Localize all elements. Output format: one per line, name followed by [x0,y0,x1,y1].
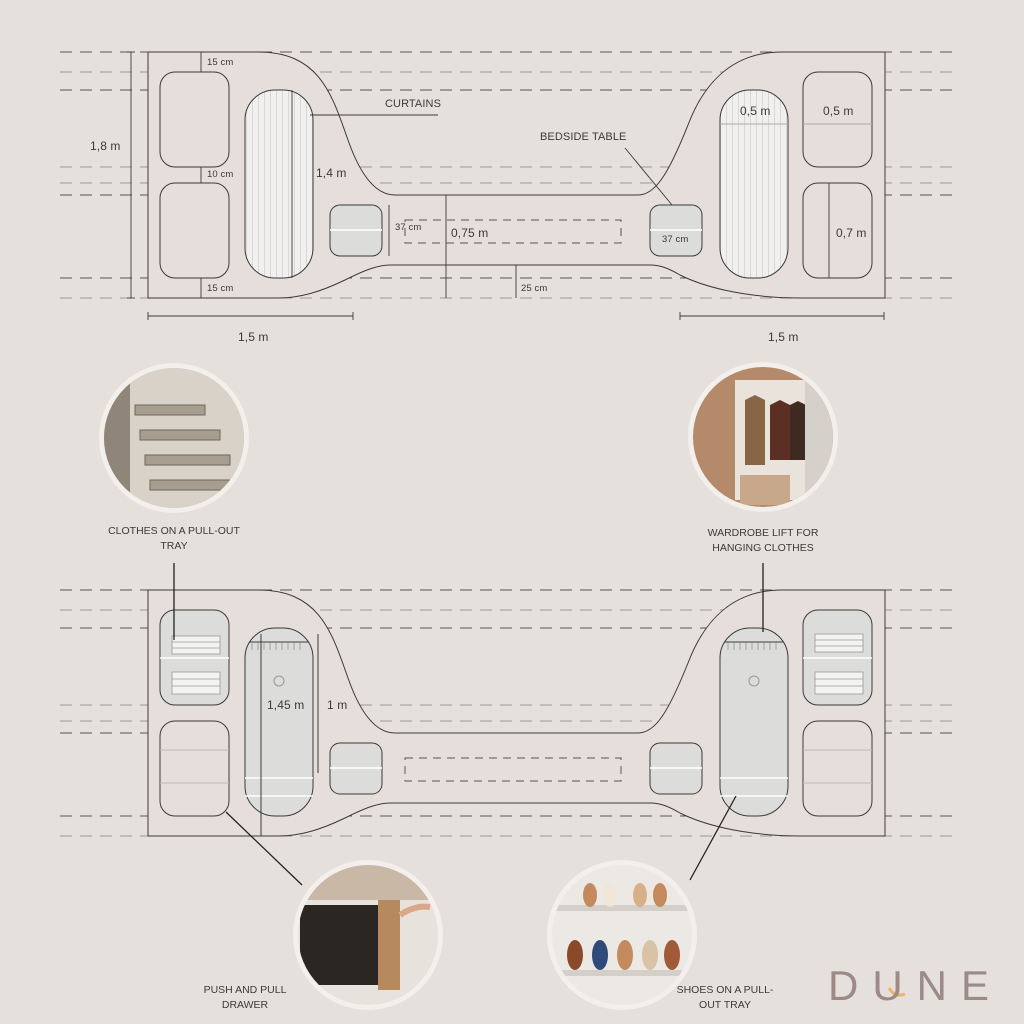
pull-out-tray-photo [99,363,249,513]
drawer-unit [802,182,873,279]
curtains-label: CURTAINS [385,98,442,110]
drawer-unit [802,71,873,168]
bed-outline [404,219,622,244]
gap-top-label: 15 cm [207,57,234,68]
bridge-width-label: 0,75 m [451,226,489,240]
gap-middle-label: 10 cm [207,169,234,180]
gap-bottom-label: 15 cm [207,283,234,294]
drawer-height-label: 0,7 m [836,226,867,240]
wardrobe-height-label: 1,4 m [316,166,347,180]
wardrobe-lift-photo [688,362,838,512]
bottom-fixtures [159,609,873,836]
left-width-label: 1,5 m [238,330,269,344]
bedside-right-dimension: 37 cm [662,234,689,245]
drawer-width-label: 0,5 m [823,104,854,118]
drawer-unit [159,71,230,168]
right-width-label: 1,5 m [768,330,799,344]
caption-shoe-tray: SHOES ON A PULL-OUT TRAY [676,984,774,1011]
caption-wardrobe-lift: WARDROBE LIFT FOR HANGING CLOTHES [707,527,819,554]
wardrobe-width-label: 0,5 m [740,104,771,118]
shoe-tray-photo [547,860,697,1010]
bridge-offset-label: 25 cm [521,283,548,294]
callout-lines [173,563,764,886]
lift-height-label: 1 m [327,698,348,712]
curtain-wardrobe [244,89,314,279]
bedside-table-label: BEDSIDE TABLE [540,131,627,143]
bedside-left-dimension: 37 cm [395,222,422,233]
drawer-unit [159,182,230,279]
hanging-height-label: 1,45 m [267,698,305,712]
top-dimension-lines [127,51,885,320]
caption-push-pull-drawer: PUSH AND PULL DRAWER [203,984,287,1011]
caption-pull-out-tray: CLOTHES ON A PULL-OUT TRAY [108,525,240,552]
push-pull-drawer-photo [293,860,443,1010]
logo-accent [887,987,906,997]
height-total-label: 1,8 m [90,139,121,153]
top-fixtures [159,71,873,279]
dune-logo: DUNE [828,962,1004,1009]
curtain-wardrobe [719,89,789,279]
